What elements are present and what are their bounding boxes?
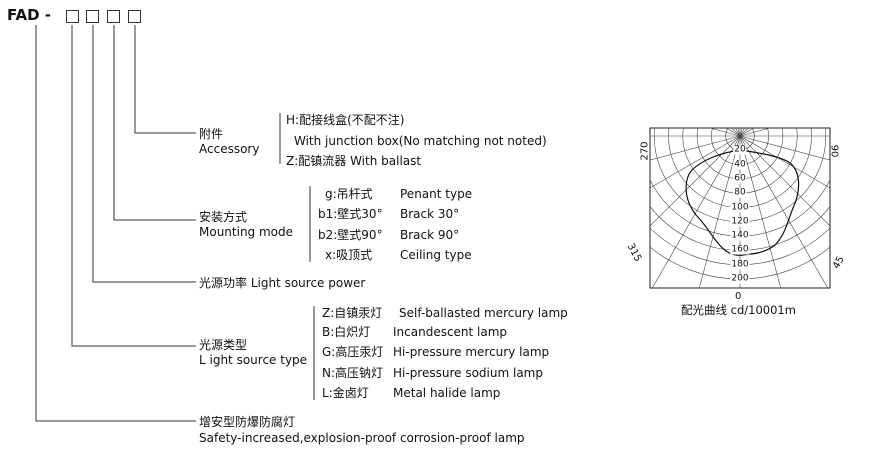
light-type-option-en: Hi-pressure mercury lamp — [393, 345, 550, 359]
light-type-option-en: Metal halide lamp — [393, 386, 501, 400]
light-type-label-cn: 光源类型 — [199, 338, 248, 352]
light-type-option-code: L:金卤灯 — [322, 386, 369, 400]
connector-accessory — [134, 25, 196, 134]
polar-spoke — [651, 135, 741, 288]
code-box-mounting — [107, 10, 120, 23]
polar-radial-ticks: 20 40 60 80 100 120 140 160 180 200 — [640, 123, 840, 293]
polar-spoke — [739, 135, 830, 227]
radial-tick-label: 180 — [730, 259, 750, 270]
mounting-option-en: Ceiling type — [400, 248, 472, 262]
mounting-option-code: g:吊杆式 — [325, 187, 373, 201]
mounting-option-en: Brack 90° — [400, 228, 460, 242]
code-box-accessory — [128, 10, 141, 23]
polar-spoke — [650, 135, 741, 189]
model-prefix: FAD - — [7, 6, 52, 24]
polar-spoke — [698, 135, 741, 288]
light-type-option-en: Self-ballasted mercury lamp — [399, 306, 568, 320]
accessory-label-cn: 附件 — [199, 127, 224, 141]
radial-tick-label: 40 — [733, 159, 747, 170]
polar-caption: 配光曲线 cd/10001m — [681, 303, 796, 317]
accessory-option: H:配接线盒(不配不注) — [286, 113, 405, 127]
connector-light-type — [71, 25, 196, 347]
accessory-option: With junction box(No matching not noted) — [294, 134, 547, 148]
radial-tick-label: 160 — [730, 244, 750, 255]
mounting-label-en: Mounting mode — [199, 225, 294, 239]
safety-label-cn: 增安型防爆防腐灯 — [199, 415, 296, 429]
light-type-option-en: Incandescent lamp — [393, 325, 508, 339]
mounting-option-en: Brack 30° — [400, 207, 460, 221]
angle-label-270: 270 — [639, 141, 651, 161]
polar-spoke — [739, 135, 829, 288]
power-label: 光源功率 Light source power — [199, 276, 366, 290]
connector-power — [92, 25, 196, 283]
connector-safety — [35, 25, 196, 422]
code-box-light-type — [86, 10, 99, 23]
mounting-option-code: b2:壁式90° — [318, 228, 383, 242]
mounting-label-cn: 安装方式 — [199, 210, 248, 224]
radial-tick-label: 140 — [730, 230, 750, 241]
light-type-option-en: Hi-pressure sodium lamp — [393, 366, 543, 380]
radial-tick-label: 20 — [733, 144, 747, 155]
radial-tick-label: 60 — [733, 173, 747, 184]
mounting-option-code: b1:壁式30° — [318, 207, 383, 221]
light-type-label-en: L ight source type — [199, 353, 308, 367]
polar-spoke — [650, 135, 741, 161]
polar-spoke — [650, 135, 741, 227]
light-type-option-code: B:白炽灯 — [322, 325, 371, 339]
mounting-option-code: x:吸顶式 — [325, 248, 373, 262]
light-type-option-code: N:高压钠灯 — [322, 366, 384, 380]
distribution-curve — [685, 149, 800, 256]
radial-tick-label: 80 — [733, 187, 747, 198]
mounting-option-en: Penant type — [400, 187, 473, 201]
radial-tick-label: 100 — [730, 202, 750, 212]
code-box-safety — [66, 10, 79, 23]
light-type-option-code: Z:自镇汞灯 — [322, 306, 383, 320]
angle-label-90: 90 — [828, 144, 840, 158]
polar-spoke — [739, 135, 830, 161]
light-type-option-code: G:高压汞灯 — [322, 345, 384, 359]
accessory-option: Z:配镇流器 With ballast — [286, 154, 422, 168]
polar-spoke — [739, 135, 782, 288]
radial-tick-label: 120 — [730, 216, 750, 227]
angle-label-0: 0 — [735, 291, 742, 302]
accessory-label-en: Accessory — [199, 142, 260, 156]
safety-label-en: Safety-increased,explosion-proof corrosi… — [199, 431, 525, 445]
radial-tick-label: 200 — [730, 273, 750, 284]
connector-mounting — [113, 25, 196, 221]
